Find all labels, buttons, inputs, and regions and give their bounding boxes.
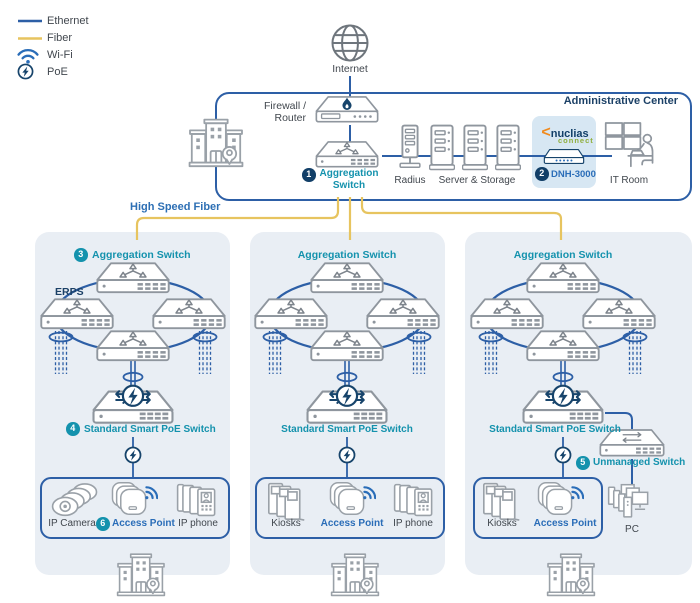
fiber-line-left xyxy=(135,197,340,240)
badge-2: 2 xyxy=(535,167,549,181)
it-room-label: IT Room xyxy=(609,175,649,186)
access-point-label: Access Point xyxy=(112,518,175,529)
server-icon xyxy=(429,124,455,171)
ip-phone-label: IP phone xyxy=(178,518,218,529)
dnh-3000-label: DNH-3000 xyxy=(551,169,596,180)
radius-server-icon xyxy=(399,124,421,169)
erps-ring-section-2 xyxy=(255,263,438,478)
devices-box-section-1 xyxy=(40,477,230,539)
aggregation-switch-icon xyxy=(315,141,379,168)
legend-label-wifi: Wi-Fi xyxy=(47,49,73,61)
wifi-icon xyxy=(17,48,39,65)
unmanaged-switch-label: Unmanaged Switch xyxy=(593,457,686,468)
server-icon xyxy=(462,124,488,171)
erps-label: ERPS xyxy=(55,286,84,298)
building-icon xyxy=(116,553,166,597)
pc-icon xyxy=(607,483,649,518)
building-icon xyxy=(546,553,596,597)
devices-box-section-3 xyxy=(473,477,603,539)
admin-title: Administrative Center xyxy=(563,95,678,107)
ip-phone-label: IP phone xyxy=(393,518,433,529)
access-point-icon xyxy=(111,481,158,516)
dnh-3000-icon xyxy=(543,148,585,165)
nuclias-logo: <nuclias xyxy=(541,124,589,141)
poe-to-unmanaged-line xyxy=(605,412,633,429)
kiosks-label: Kiosks xyxy=(487,518,517,529)
pc-label: PC xyxy=(625,524,639,535)
section2-poe-label: Standard Smart PoE Switch xyxy=(281,424,413,435)
building-icon xyxy=(330,553,380,597)
legend-label-poe: PoE xyxy=(47,66,68,78)
firewall-router-icon xyxy=(315,96,379,123)
access-point-label: Access Point xyxy=(320,518,384,529)
devices-box-section-2 xyxy=(255,477,445,539)
high-speed-fiber-label: High Speed Fiber xyxy=(130,201,221,213)
poe-icon xyxy=(17,63,34,80)
building-icon xyxy=(188,118,244,168)
kiosks-label: Kiosks xyxy=(271,518,301,529)
badge-3: 3 xyxy=(74,248,88,262)
access-point-icon xyxy=(537,481,584,516)
badge-4: 4 xyxy=(66,422,80,436)
kiosk-icon xyxy=(267,482,306,521)
badge-6: 6 xyxy=(96,517,110,531)
aggregation-switch-label: Aggregation Switch xyxy=(319,168,379,191)
section1-aggregation-label: Aggregation Switch xyxy=(92,249,191,261)
badge-5: 5 xyxy=(576,456,590,470)
ip-camera-label: IP Camera xyxy=(48,518,96,529)
internet-label: Internet xyxy=(332,63,368,75)
it-room-icon xyxy=(604,122,654,168)
legend-label-fiber: Fiber xyxy=(47,32,73,44)
ip-phone-icon xyxy=(176,483,216,517)
internet-globe-icon xyxy=(331,24,369,62)
legend-label-ethernet: Ethernet xyxy=(47,15,89,27)
ip-phone-icon xyxy=(393,483,433,517)
section3-aggregation-label: Aggregation Switch xyxy=(513,249,613,261)
server-storage-label: Server & Storage xyxy=(438,175,516,186)
badge-1: 1 xyxy=(302,168,316,182)
section3-poe-label: Standard Smart PoE Switch xyxy=(489,424,621,435)
radius-label: Radius xyxy=(394,175,426,186)
kiosk-icon xyxy=(482,482,521,521)
fiber-line-right xyxy=(360,197,563,240)
access-point-label: Access Point xyxy=(533,518,597,529)
nuclias-connect-label: connect xyxy=(558,136,594,145)
ip-camera-icon xyxy=(51,483,98,517)
access-point-icon xyxy=(329,481,376,516)
server-icon xyxy=(495,124,521,171)
section2-aggregation-label: Aggregation Switch xyxy=(297,249,397,261)
firewall-label: Firewall / Router xyxy=(263,100,306,124)
section1-poe-label: Standard Smart PoE Switch xyxy=(84,424,216,435)
